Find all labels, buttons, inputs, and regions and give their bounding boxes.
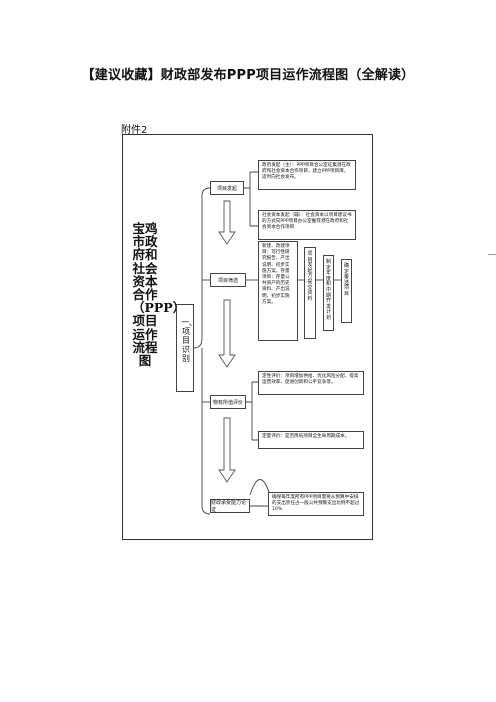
- stage-label: 一、项目识别: [181, 318, 197, 363]
- attachment-label: 附件2: [121, 125, 148, 136]
- edge-mark: [488, 254, 496, 255]
- page-title: 【建议收藏】财政部发布PPP项目运作流程图（全解读）: [81, 68, 415, 83]
- node-vfm-evaluation: 物有所值评价: [210, 395, 246, 409]
- vbox-candidate-projects-label: 确定备选项目: [343, 263, 349, 297]
- vbox-candidate-projects: [341, 259, 352, 323]
- node-fiscal-capacity: 财政承受能力论证: [210, 499, 250, 513]
- desc-project-materials: 新建、改建项目：可行性研究报告、产出说明、初步实施方案。存量项目：存量公共资产的…: [258, 241, 298, 341]
- desc-fiscal-limit: 确保每年度所有PPP项目需要从预算中安排的支出责任占一般公共预算支出比例不超过1…: [268, 492, 364, 516]
- flowchart-frame: [122, 134, 373, 540]
- vbox-development-plan-label: 制定年度和中期开发计划: [325, 259, 331, 321]
- vbox-submit-materials: [304, 247, 316, 339]
- node-project-initiation: 项目发起: [210, 181, 244, 195]
- desc-quantitative-evaluation: 定量评价：是否降低项目全生命周期成本。: [258, 431, 364, 449]
- stage-box: [176, 304, 194, 392]
- desc-government-initiation: 政府发起（主）：PPP项目合公室征集潜在政府和社会资本合作项目，建立PPP项目库…: [258, 160, 356, 190]
- vbox-development-plan: [323, 255, 334, 331]
- vbox-submit-materials-label: 项目发起方提交资料: [307, 251, 313, 302]
- desc-social-capital-initiation: 社会资本发起（辅）：社会资本以项目建议书的方式向PPP项目办公室推荐潜在政府和社…: [258, 210, 356, 240]
- node-project-screening: 项目筛选: [210, 273, 246, 287]
- desc-qualitative-evaluation: 定性评价：项目增加供给、优化风险分配、提高运营效率、促进创新和公平竞争等。: [258, 371, 364, 395]
